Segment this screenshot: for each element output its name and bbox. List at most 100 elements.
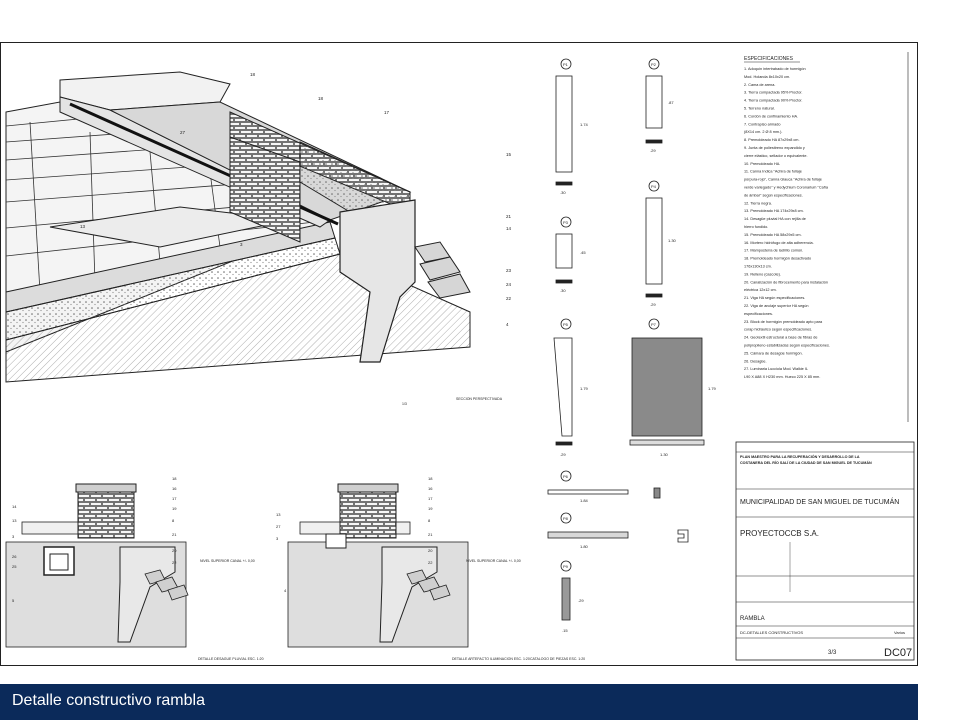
svg-text:4: 4 <box>284 588 287 593</box>
spec-line: 25. Cámara de desagüe hormigón. <box>744 351 803 355</box>
svg-text:8: 8 <box>428 518 431 523</box>
svg-text:19: 19 <box>428 506 433 511</box>
svg-text:15: 15 <box>506 152 512 157</box>
ground-layer <box>5 253 471 383</box>
svg-text:8: 8 <box>172 518 175 523</box>
svg-text:21: 21 <box>506 214 512 219</box>
spec-line: (8X14 cm. 2 Ø 8 mm.). <box>744 130 782 134</box>
spec-line: 17. Mampostería de ladrillo común. <box>744 249 803 253</box>
detail-light-label: DETALLE ARTEFACTO ILUMINACION ESC. 1:20 <box>452 657 530 661</box>
client-name: MUNICIPALIDAD DE SAN MIGUEL DE TUCUMÁN <box>740 497 899 506</box>
piece-width-5: .29 <box>560 452 566 457</box>
piece-id-3: P3 <box>563 220 569 225</box>
piece-id-8: P6 <box>563 474 569 479</box>
piece-catalog: P1 1.74 .30 P2 .87 .29 P3 .45 .30 P4 1.3… <box>547 58 717 633</box>
piece-width-2: .29 <box>650 148 656 153</box>
spec-line: 4. Tierra compactada 90% Proctor. <box>744 99 802 103</box>
spec-line: 24. Geotextil estructural a base de fibr… <box>744 336 817 340</box>
svg-text:16: 16 <box>428 486 433 491</box>
spec-line: hierro fundido. <box>744 225 768 229</box>
water-level-label-1: NIVEL SUPERIOR CANAL +/- 0,00 <box>200 559 255 563</box>
piece-id-1: P1 <box>563 62 569 67</box>
svg-text:20: 20 <box>428 548 433 553</box>
hydraulic-blocks <box>414 241 471 299</box>
svg-text:22: 22 <box>506 296 512 301</box>
svg-text:26: 26 <box>12 554 17 559</box>
svg-text:22: 22 <box>172 560 177 565</box>
specifications-block: ESPECIFICACIONES 1. Adoquín intertrabado… <box>744 56 830 379</box>
svg-text:21: 21 <box>172 532 177 537</box>
spec-line: verde variegado" y Hedychium Coronarium … <box>744 186 829 190</box>
water-level-label-2: NIVEL SUPERIOR CANAL +/- 0,00 <box>466 559 521 563</box>
spec-line: 176x130x13 cm. <box>744 265 772 269</box>
spec-line: polipropileno estabilizadas según especi… <box>744 344 830 348</box>
svg-text:1/3: 1/3 <box>402 402 407 406</box>
piece-length-3: .45 <box>580 250 586 255</box>
piece-id-6: P7 <box>651 322 657 327</box>
svg-text:3: 3 <box>12 534 15 539</box>
spec-line: especificaciones. <box>744 312 773 316</box>
specs-heading: ESPECIFICACIONES <box>744 56 794 62</box>
perspective-label: SECCION PERSPECTIVADA <box>456 397 503 401</box>
spec-line: 19. Relleno (cascote). <box>744 272 781 276</box>
piece-length-5: 1.79 <box>580 386 589 391</box>
piece-id-10: P9 <box>563 564 569 569</box>
svg-text:21: 21 <box>428 532 433 537</box>
spec-line: corap hidráulico según especificaciones. <box>744 328 812 332</box>
svg-text:18: 18 <box>250 72 256 77</box>
sheet-title: DC-DETALLES CONSTRUCTIVOS <box>740 630 803 635</box>
spec-line: 12. Tierra negra. <box>744 201 772 205</box>
drawing-code: DC07 <box>884 647 912 659</box>
svg-text:13: 13 <box>12 518 17 523</box>
spec-line: 8. Premoldeado HA 87x29x8 cm. <box>744 138 800 142</box>
detail-drain-label: DETALLE DESAGUE PLUVIAL ESC. 1:20 <box>198 657 264 661</box>
spec-line: 21. Viga HA según especificaciones. <box>744 296 805 300</box>
svg-text:18: 18 <box>318 96 324 101</box>
svg-text:22: 22 <box>428 560 433 565</box>
svg-text:23: 23 <box>506 268 512 273</box>
slide-caption: Detalle constructivo rambla <box>12 692 205 709</box>
caption-bar: Detalle constructivo rambla <box>0 684 918 720</box>
spec-line: 5. Terreno natural. <box>744 107 775 111</box>
piece-length-7: 1.79 <box>708 386 717 391</box>
spec-line: 7. Contrapiso armado <box>744 122 781 126</box>
spec-line: 11. Canna Indica "Achira de follaje <box>744 170 802 174</box>
concrete-beam <box>339 199 416 363</box>
piece-length-4: 1.30 <box>668 238 677 243</box>
spec-line: 23. Block de hormigón premoldeado apto p… <box>744 320 823 324</box>
piece-width-1: .30 <box>560 190 566 195</box>
piece-length-6: 1.84 <box>580 498 589 503</box>
svg-text:27: 27 <box>276 524 281 529</box>
svg-text:18: 18 <box>172 476 177 481</box>
piece-length-9: .29 <box>578 598 584 603</box>
spec-line: 14. Desagüe pluvial HA con rejilla de <box>744 217 806 221</box>
svg-text:4: 4 <box>506 322 509 327</box>
catalog-label: CATALOGO DE PIEZAS ESC. 1:20 <box>530 657 585 661</box>
spec-line: 18. Premoldeado hormigón desactivado <box>744 257 811 261</box>
spec-line: Mod. Holanda 8x10x20 cm. <box>744 75 790 79</box>
spec-line: púrpura-rojo", Canna Glauca "Achira de f… <box>744 178 822 182</box>
piece-length-1: 1.74 <box>580 122 589 127</box>
piece-id-5: P5 <box>563 322 569 327</box>
scale-note: Varios <box>894 630 905 635</box>
svg-text:17: 17 <box>428 496 433 501</box>
spec-line: 1. Adoquín intertrabado de hormigón <box>744 67 806 71</box>
svg-text:18: 18 <box>428 476 433 481</box>
svg-text:13: 13 <box>276 512 281 517</box>
spec-line: 16. Mortero hidrófugo de alta adherencia… <box>744 241 814 245</box>
spec-line: 6. Cordón de confinamiento HA. <box>744 114 798 118</box>
spec-line: 9. Junta de poliestireno expandido y <box>744 146 805 150</box>
svg-text:17: 17 <box>172 496 177 501</box>
piece-length-2: .87 <box>668 100 674 105</box>
svg-text:14: 14 <box>12 504 17 509</box>
spec-line: de ámbar" según especificaciones. <box>744 193 803 197</box>
svg-text:3: 3 <box>240 242 243 247</box>
svg-text:14: 14 <box>506 226 512 231</box>
piece-id-4: P4 <box>651 184 657 189</box>
spec-line: cierre elástico, sellador o equivalente. <box>744 154 808 158</box>
piece-id-9: P8 <box>563 516 569 521</box>
piece-width-4: .29 <box>650 302 656 307</box>
piece-width-9: .15 <box>562 628 568 633</box>
spec-line: L90 X A88 X H230 mm. Hueco 225 X 85 mm. <box>744 375 820 379</box>
